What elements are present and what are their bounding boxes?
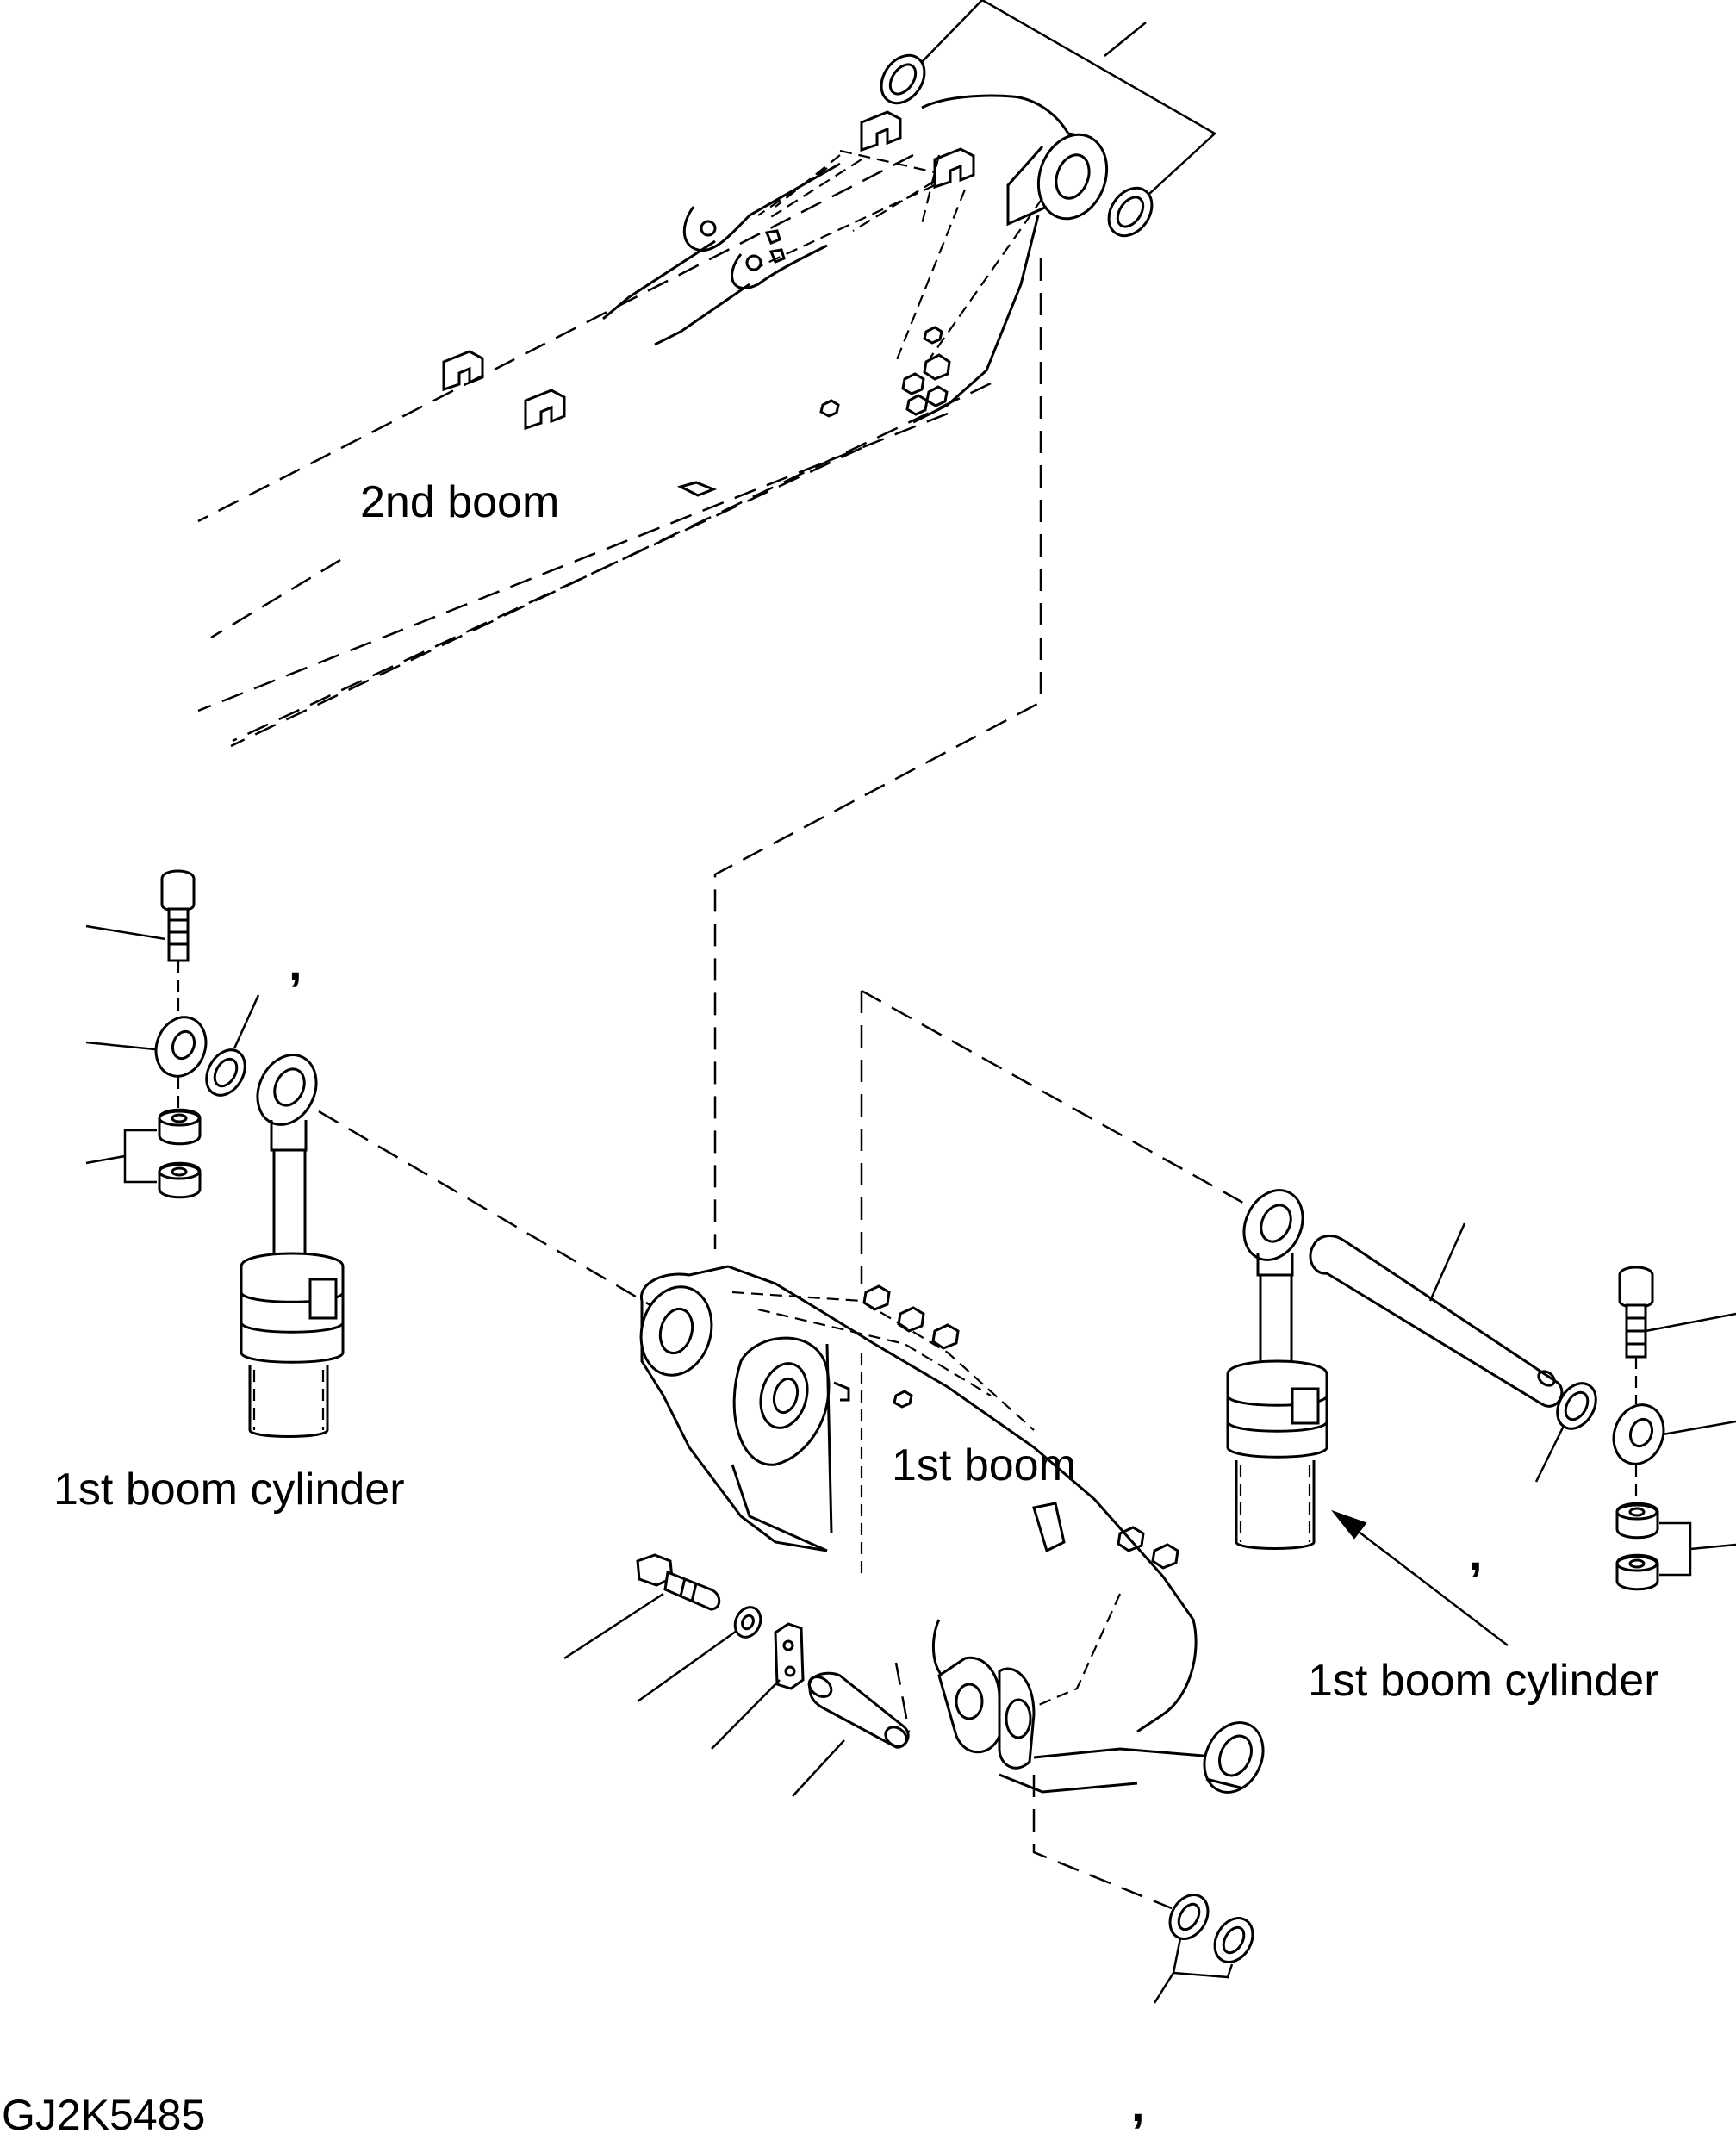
- first-boom-cylinder-label-right: 1st boom cylinder: [1308, 1656, 1659, 1706]
- comma-mark-right: ,: [1469, 1526, 1483, 1580]
- lower-pin-hardware: [563, 1553, 1254, 2004]
- right-spacer-1: [1615, 1502, 1659, 1540]
- left-cylinder-hardware: [85, 869, 651, 1438]
- right-long-pin: [1309, 1235, 1564, 1408]
- lower-pin: [807, 1671, 910, 1749]
- right-spacer-2: [1615, 1553, 1659, 1591]
- arrow-head: [1331, 1509, 1367, 1540]
- lower-washer: [733, 1606, 762, 1639]
- left-bolt: [160, 869, 196, 912]
- second-boom-assembly: [197, 0, 1217, 1249]
- bottom-washer-2: [1213, 1917, 1254, 1963]
- comma-mark-left: ,: [289, 936, 302, 990]
- right-bolt: [1618, 1266, 1654, 1309]
- top-washer-2: [1107, 186, 1154, 238]
- comma-mark-bottom: ,: [1131, 2077, 1145, 2131]
- first-boom-assembly: [639, 989, 1265, 1910]
- first-boom-label: 1st boom: [892, 1440, 1076, 1490]
- lower-lock-plate: [774, 1622, 805, 1690]
- top-washer-1: [880, 53, 926, 105]
- right-cylinder-rod-eye: [1242, 1189, 1304, 1261]
- second-boom-label: 2nd boom: [360, 477, 560, 527]
- drawing-code: GJ2K5485: [2, 2091, 206, 2139]
- left-washer: [205, 1048, 246, 1097]
- right-collar: [1612, 1403, 1665, 1465]
- second-boom-pin-boss: [1036, 133, 1109, 221]
- left-spacer-1: [158, 1108, 202, 1146]
- left-collar: [154, 1016, 208, 1078]
- bottom-washer-1: [1168, 1894, 1210, 1940]
- left-spacer-2: [158, 1161, 202, 1199]
- left-cylinder-rod-eye: [256, 1054, 318, 1126]
- first-boom-cylinder-label-left: 1st boom cylinder: [53, 1465, 405, 1515]
- first-boom-tip-boss: [1203, 1721, 1265, 1794]
- first-boom-boss-left: [639, 1285, 713, 1377]
- right-cylinder-hardware: [1226, 1189, 1736, 1646]
